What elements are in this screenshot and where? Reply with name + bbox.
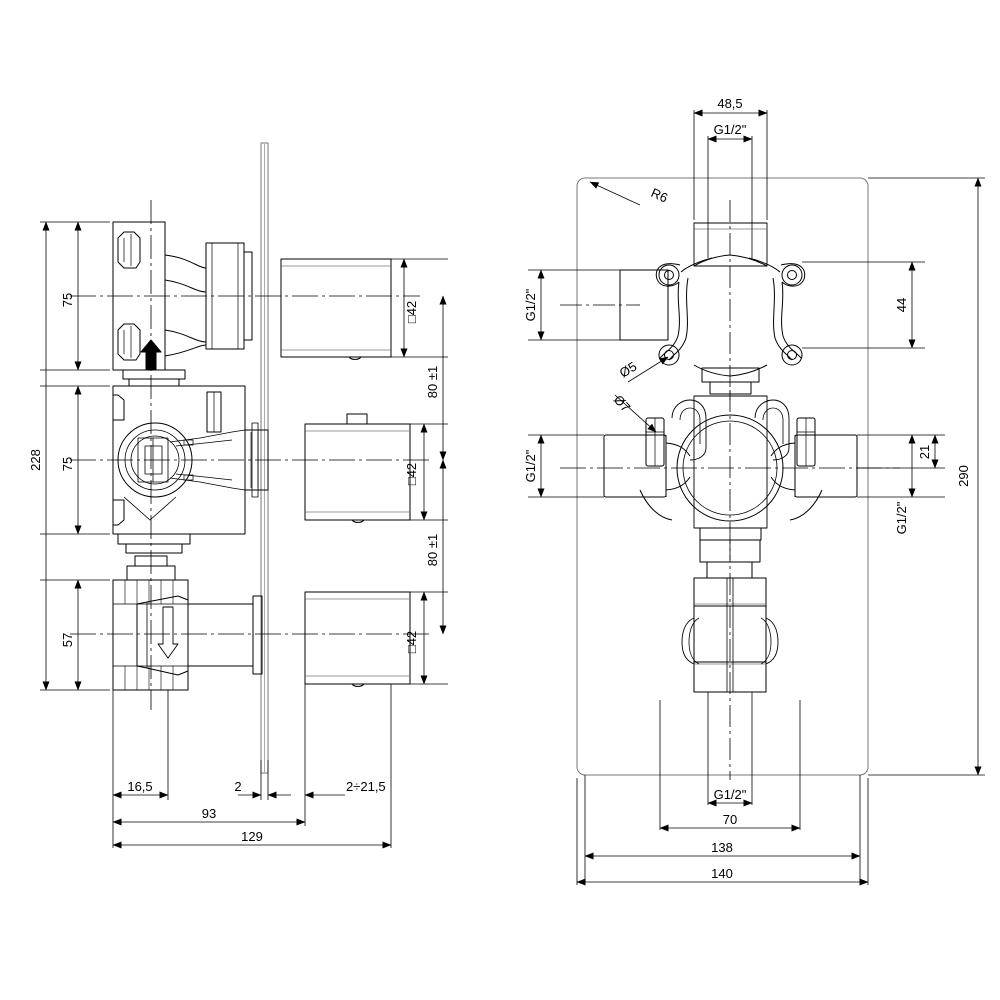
dim-side-left-75-middle: 75 <box>60 457 75 471</box>
front-view-right-dimensions <box>802 177 985 776</box>
side-view-right-dimensions <box>391 258 448 685</box>
dim-front-138: 138 <box>711 840 733 855</box>
dim-side-80-upper: 80 ±1 <box>425 366 440 398</box>
front-view-geometry <box>528 109 985 886</box>
dim-side-square-42-top: □42 <box>404 301 419 323</box>
front-view-leaders <box>589 181 669 433</box>
dim-side-overall-height: 228 <box>28 449 43 471</box>
dim-front-44: 44 <box>894 298 909 312</box>
dim-side-16-5: 16,5 <box>127 779 152 794</box>
wall-plate-side <box>260 142 269 774</box>
dim-front-70: 70 <box>723 812 737 827</box>
dim-side-129: 129 <box>241 829 263 844</box>
front-lower-outlet <box>681 539 779 780</box>
front-upper-body <box>560 200 806 400</box>
leader-dia-7: Ø7 <box>611 392 634 415</box>
front-view-left-dimensions <box>528 269 660 498</box>
dim-front-top-g12: G1/2" <box>714 122 747 137</box>
dim-front-bottom-g12: G1/2" <box>714 787 747 802</box>
dim-front-140: 140 <box>711 866 733 881</box>
dim-side-left-75-upper: 75 <box>60 293 75 307</box>
dim-side-plate-2: 2 <box>234 779 241 794</box>
dim-front-left-g12-middle: G1/2" <box>523 449 538 482</box>
front-view-top-dimensions <box>693 109 768 258</box>
dim-side-square-42-bottom: □42 <box>404 631 419 653</box>
dim-front-left-g12-upper: G1/2" <box>523 288 538 321</box>
dim-side-square-42-middle: □42 <box>404 463 419 485</box>
dim-side-range-2-21-5: 2÷21,5 <box>346 779 386 794</box>
front-middle-body <box>560 390 900 560</box>
dim-front-290: 290 <box>956 465 971 487</box>
back-plate <box>576 177 869 776</box>
dim-side-80-lower: 80 ±1 <box>425 534 440 566</box>
dim-side-left-57: 57 <box>60 633 75 647</box>
middle-valve-assembly <box>70 385 430 554</box>
side-view-geometry <box>40 142 448 849</box>
dim-front-48-5: 48,5 <box>717 96 742 111</box>
dimension-labels: 75 228 75 57 □42 80 ±1 □42 80 ±1 □42 16,… <box>28 96 971 881</box>
upper-valve-assembly <box>70 221 420 387</box>
dim-front-right-g12: G1/2" <box>894 501 909 534</box>
front-view-bottom-dimensions <box>576 692 869 886</box>
lower-valve-assembly <box>70 555 430 691</box>
side-view-left-dimensions <box>40 221 110 691</box>
leader-r6: R6 <box>649 185 670 205</box>
dim-front-21: 21 <box>917 445 932 459</box>
dim-side-93: 93 <box>202 806 216 821</box>
side-view-bottom-dimensions <box>112 684 392 849</box>
